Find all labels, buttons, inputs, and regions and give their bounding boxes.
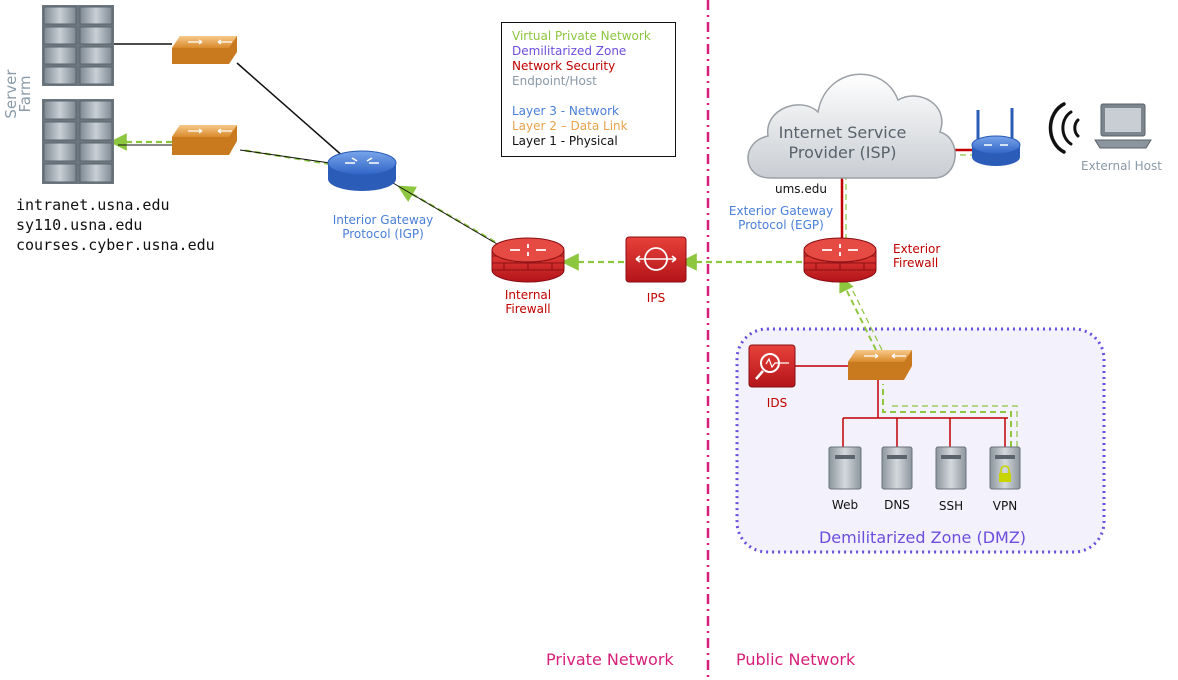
dmz-server-label: DNS	[884, 498, 910, 512]
legend-endpoint: Endpoint/Host	[512, 74, 597, 88]
dmz-server-label: VPN	[992, 499, 1018, 513]
host-name: intranet.usna.edu	[16, 196, 170, 214]
dmz-bus	[842, 380, 1008, 447]
isp-cloud-icon	[747, 73, 956, 179]
wifi-signal-icon	[1048, 102, 1080, 154]
wireless-router-icon	[971, 108, 1021, 166]
link-igp-internal-firewall	[392, 182, 498, 245]
server-farm-title: Server Farm	[2, 69, 34, 119]
igp-label: Interior Gateway Protocol (IGP)	[318, 213, 448, 241]
ids-label: IDS	[766, 396, 788, 410]
ids-icon	[748, 344, 796, 388]
dmz-server-label: SSH	[938, 499, 964, 513]
dmz-server-label: Web	[831, 498, 859, 512]
switch-icon	[848, 350, 912, 380]
server-farm-hosts: intranet.usna.edu sy110.usna.edu courses…	[16, 195, 215, 255]
server-rack-top	[42, 5, 114, 86]
laptop-icon	[1094, 103, 1152, 149]
host-name: sy110.usna.edu	[16, 216, 143, 234]
vpn-server-icon	[989, 446, 1021, 490]
exterior-firewall-line1: Exterior	[893, 242, 941, 256]
switch-icon	[172, 36, 237, 64]
external-host-label: External Host	[1081, 159, 1162, 173]
firewall-icon	[491, 237, 565, 283]
private-network-label: Private Network	[546, 650, 674, 669]
legend-vpn: Virtual Private Network	[512, 29, 651, 43]
firewall-icon	[803, 237, 877, 283]
ips-icon	[625, 236, 687, 283]
host-name: courses.cyber.usna.edu	[16, 236, 215, 254]
legend-security: Network Security	[512, 59, 616, 73]
legend-layer3: Layer 3 - Network	[512, 104, 619, 118]
internal-firewall-label: Internal Firewall	[488, 288, 568, 316]
legend-layer1: Layer 1 - Physical	[512, 134, 618, 148]
igp-label-line1: Interior Gateway	[332, 213, 434, 227]
dmz-boundary	[735, 327, 1106, 554]
router-icon	[327, 150, 397, 191]
ips-label: IPS	[646, 291, 666, 305]
link-lower-switch-igp-router	[239, 149, 331, 164]
egp-label-line2: Protocol (EGP)	[738, 218, 824, 232]
isp-label-line1: Internet Service	[778, 123, 907, 142]
legend-dmz: Demilitarized Zone	[512, 44, 627, 58]
dns-server-icon	[881, 446, 913, 490]
server-rack-bottom	[42, 99, 114, 184]
igp-label-line2: Protocol (IGP)	[342, 227, 424, 241]
egp-label-line1: Exterior Gateway	[728, 204, 834, 218]
isp-label: Internet Service Provider (ISP)	[755, 123, 930, 163]
web-server-icon	[828, 446, 862, 490]
switch-icon	[172, 125, 237, 155]
legend: Virtual Private Network Demilitarized Zo…	[501, 22, 676, 157]
isp-label-line2: Provider (ISP)	[788, 143, 897, 162]
egp-label: Exterior Gateway Protocol (EGP)	[716, 204, 846, 232]
ssh-server-icon	[935, 446, 967, 490]
dmz-title: Demilitarized Zone (DMZ)	[818, 528, 1027, 547]
exterior-firewall-line2: Firewall	[893, 256, 939, 270]
internal-firewall-line1: Internal	[504, 288, 552, 302]
public-network-label: Public Network	[736, 650, 856, 669]
legend-layer2: Layer 2 – Data Link	[512, 119, 628, 133]
link-top-switch-igp-router	[236, 62, 346, 159]
internal-firewall-line2: Firewall	[505, 302, 551, 316]
domain-label: ums.edu	[775, 182, 827, 196]
exterior-firewall-label: Exterior Firewall	[893, 242, 963, 270]
